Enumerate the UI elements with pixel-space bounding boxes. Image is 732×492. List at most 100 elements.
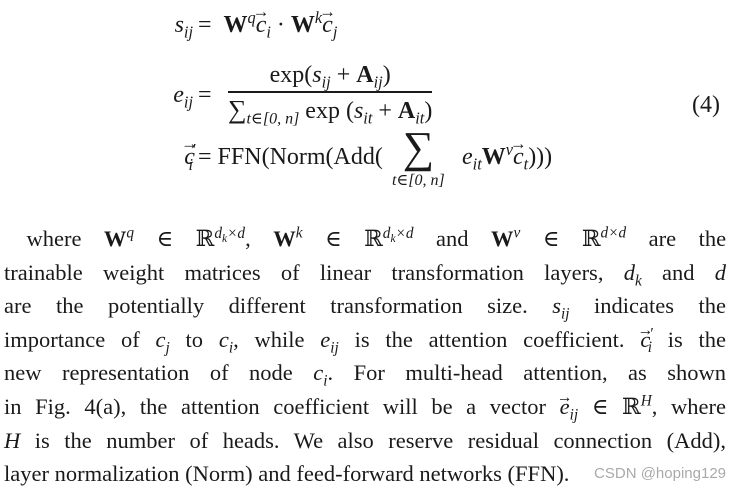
equation-lhs: sij bbox=[0, 12, 193, 42]
fraction-bar bbox=[228, 91, 433, 93]
text: importance of bbox=[4, 326, 140, 352]
symbol-s: s bbox=[353, 97, 364, 124]
reals-symbol: ℝ bbox=[581, 226, 601, 251]
text: are the bbox=[648, 226, 727, 251]
text: layer normalization (Norm) and feed-forw… bbox=[4, 461, 570, 487]
exp-label: exp ( bbox=[299, 97, 354, 124]
subscript: k bbox=[634, 271, 642, 289]
subscript: ij bbox=[183, 22, 193, 42]
text: to bbox=[185, 326, 204, 352]
text: where bbox=[26, 226, 82, 251]
paragraph-line-2: trainable weight matrices of linear tran… bbox=[4, 256, 726, 290]
equation-rhs: = Wqci · Wkcj bbox=[198, 9, 337, 42]
element-of: ∈ bbox=[591, 393, 609, 419]
subscript: it bbox=[415, 108, 425, 128]
paragraph-line-8: layer normalization (Norm) and feed-forw… bbox=[4, 457, 726, 491]
close-paren: ) bbox=[424, 97, 433, 124]
text: trainable weight matrices of linear tran… bbox=[4, 259, 604, 285]
paragraph-line-1: where Wq ∈ ℝdk×d, Wk ∈ ℝdk×d and Wv ∈ ℝd… bbox=[4, 222, 726, 256]
equals-sign: = bbox=[198, 12, 212, 38]
close-paren: ) bbox=[382, 62, 391, 88]
fraction: exp(sij + Aij) ∑t∈[0, n] exp (sit + Ait) bbox=[228, 62, 433, 128]
text: , bbox=[245, 226, 251, 251]
subscript: k bbox=[390, 232, 396, 245]
matrix-W: W bbox=[103, 226, 127, 251]
subscript: j bbox=[165, 339, 170, 357]
reals-symbol: ℝ bbox=[195, 226, 215, 251]
watermark: CSDN @hoping129 bbox=[594, 465, 726, 482]
vector-c: c bbox=[256, 12, 267, 39]
symbol-e: e bbox=[559, 393, 570, 419]
subscript: ij bbox=[330, 339, 339, 357]
text: is the attention coefficient. bbox=[354, 326, 625, 352]
element-of: ∈ bbox=[542, 226, 560, 251]
subscript: it bbox=[472, 154, 482, 174]
symbol-c: c bbox=[155, 326, 166, 352]
paragraph-line-6: in Fig. 4(a), the attention coefficient … bbox=[4, 390, 726, 424]
text: and bbox=[435, 226, 469, 251]
equation-lhs: eij bbox=[0, 82, 193, 112]
symbol-c: c bbox=[640, 326, 651, 352]
symbol-e: e bbox=[173, 82, 184, 108]
symbol-d: d bbox=[623, 259, 635, 285]
superscript: H bbox=[640, 392, 652, 410]
text: new representation of node bbox=[4, 360, 293, 386]
superscript: d bbox=[382, 224, 391, 242]
superscript: ×d bbox=[395, 224, 414, 242]
symbol-s: s bbox=[312, 62, 322, 88]
paragraph-line-7: H is the number of heads. We also reserv… bbox=[4, 424, 726, 458]
plus-sign: + bbox=[372, 97, 398, 124]
symbol-H: H bbox=[4, 427, 21, 453]
sum-range: t∈[0, n] bbox=[392, 172, 445, 189]
equals-sign: = bbox=[198, 82, 212, 108]
reals-symbol: ℝ bbox=[622, 393, 641, 419]
superscript: ×d bbox=[227, 224, 246, 242]
symbol-e: e bbox=[320, 326, 331, 352]
subscript: it bbox=[363, 108, 373, 128]
matrix-W: W bbox=[223, 12, 248, 38]
paragraph-line-3: are the potentially different transforma… bbox=[4, 289, 726, 323]
element-of: ∈ bbox=[156, 226, 174, 251]
vector-c: c bbox=[322, 12, 333, 39]
subscript: ij bbox=[569, 406, 579, 424]
symbol-d: d bbox=[714, 259, 727, 285]
sum-symbol: ∑ bbox=[402, 123, 435, 172]
symbol-e: e bbox=[462, 144, 473, 170]
text: , where bbox=[651, 393, 727, 419]
equation-lhs: c′i bbox=[0, 141, 196, 172]
text: indicates the bbox=[594, 293, 726, 319]
equation-number: (4) bbox=[692, 92, 720, 118]
text: , while bbox=[233, 326, 305, 352]
subscript: i bbox=[266, 22, 271, 42]
subscript: k bbox=[222, 232, 228, 245]
subscript: i bbox=[228, 339, 234, 357]
superscript: d×d bbox=[600, 224, 627, 242]
matrix-W: W bbox=[273, 226, 296, 251]
sum-range: t∈[0, n] bbox=[246, 110, 300, 128]
equation-block: sij = Wqci · Wkcj eij = exp(sij + Aij) ∑… bbox=[0, 0, 732, 215]
subscript: ij bbox=[561, 305, 570, 323]
symbol-s: s bbox=[174, 12, 184, 38]
text: and bbox=[662, 259, 695, 285]
reals-symbol: ℝ bbox=[364, 226, 383, 251]
subscript: ij bbox=[183, 92, 193, 112]
fraction-numerator: exp(sij + Aij) bbox=[264, 62, 397, 91]
subscript: ij bbox=[321, 72, 331, 92]
matrix-W: W bbox=[481, 144, 506, 170]
close-parens: ))) bbox=[528, 144, 553, 170]
sum-symbol: ∑ bbox=[228, 94, 247, 124]
ffn-norm-add: FFN(Norm(Add( bbox=[217, 144, 383, 170]
equals-sign: = bbox=[198, 144, 212, 170]
subscript: ij bbox=[373, 72, 383, 92]
symbol-c: c bbox=[218, 326, 229, 352]
symbol-c: c bbox=[322, 12, 333, 38]
subscript: i bbox=[323, 372, 328, 390]
equation-c-prime: c′i = FFN(Norm(Add( ∑ t∈[0, n] eitWvct))… bbox=[0, 126, 732, 206]
element-of: ∈ bbox=[324, 226, 342, 251]
symbol-c: c bbox=[255, 12, 267, 38]
symbol-c: c bbox=[512, 144, 524, 170]
summand: eitWvct))) bbox=[462, 141, 553, 174]
text: in Fig. 4(a), the attention coefficient … bbox=[4, 393, 546, 419]
superscript: k bbox=[295, 224, 303, 242]
paragraph-line-5: new representation of node ci. For multi… bbox=[4, 356, 726, 390]
